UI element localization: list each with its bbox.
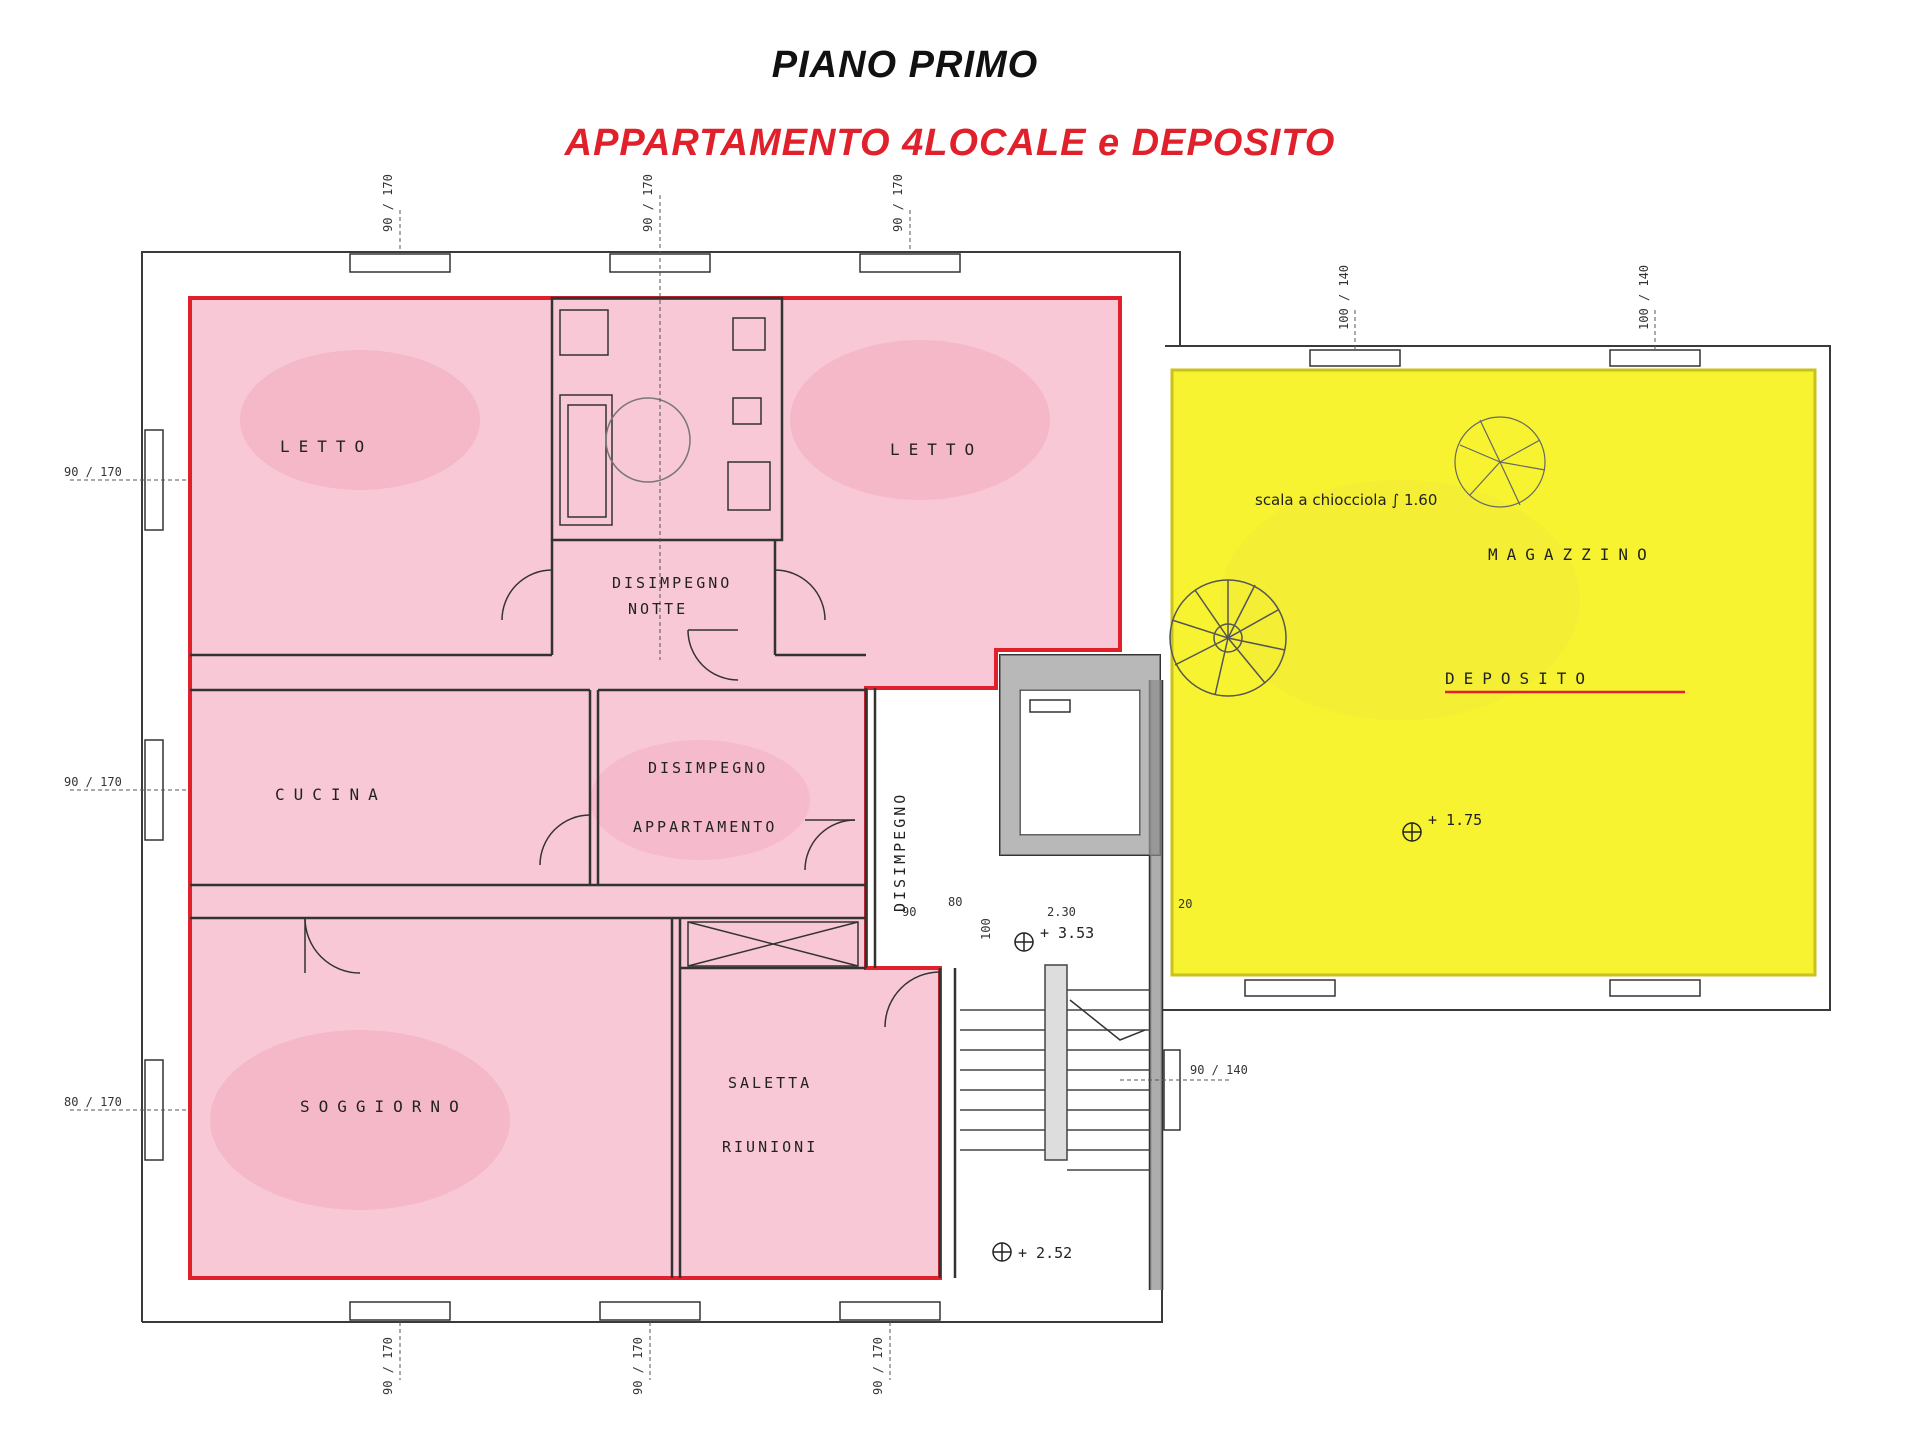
spiral-stair-upper: [1454, 416, 1546, 508]
dim-inner-1: 80: [948, 895, 962, 909]
room-label-deposito: DEPOSITO: [1445, 669, 1594, 688]
room-label-saletta-1: SALETTA: [728, 1074, 812, 1092]
bathroom-fixtures: [559, 309, 771, 526]
dim-bottom-1: 90 / 170: [381, 1337, 395, 1395]
page-title: PIANO PRIMO: [771, 44, 1039, 86]
windows: [144, 253, 1701, 1321]
elevation-landing: + 3.53: [1040, 924, 1094, 942]
dim-inner-2: 2.30: [1047, 905, 1076, 919]
spiral-stair: [1169, 579, 1287, 697]
shaft-cross: [687, 921, 859, 967]
room-label-disimpegno-app-1: DISIMPEGNO: [648, 759, 768, 777]
room-label-letto-1: LETTO: [280, 437, 373, 456]
dim-bottom-2: 90 / 170: [631, 1337, 645, 1395]
dim-bottom-3: 90 / 170: [871, 1337, 885, 1395]
room-label-letto-2: LETTO: [890, 440, 983, 459]
dim-inner-4: 90: [902, 905, 916, 919]
doors: [304, 569, 941, 1028]
room-label-disimpegno-app-2: APPARTAMENTO: [633, 818, 777, 836]
dim-top-3: 90 / 170: [891, 174, 905, 232]
dim-left-3: 80 / 170: [64, 1095, 122, 1109]
elevation-markers: [992, 822, 1422, 1262]
dimension-lines: [70, 195, 1656, 1380]
dim-top-4: 100 / 140: [1337, 265, 1351, 330]
room-label-disimpegno-vertical: DISIMPEGNO: [891, 792, 909, 912]
elevation-deposito: + 1.75: [1428, 811, 1482, 829]
main-stairs: [960, 964, 1150, 1171]
apartment-area: [188, 296, 1122, 1280]
dim-right-1: 90 / 140: [1190, 1063, 1248, 1077]
room-label-disimpegno-notte-1: DISIMPEGNO: [612, 574, 732, 592]
spiral-stair-note: scala a chiocciola ∫ 1.60: [1255, 491, 1437, 509]
dim-top-1: 90 / 170: [381, 174, 395, 232]
dim-inner-3: 100: [979, 918, 993, 940]
page-subtitle: APPARTAMENTO 4LOCALE e DEPOSITO: [564, 122, 1336, 164]
dim-left-2: 90 / 170: [64, 775, 122, 789]
room-label-cucina: CUCINA: [275, 785, 387, 804]
elevator-shaft: [1000, 655, 1162, 1290]
room-label-soggiorno: SOGGIORNO: [300, 1097, 468, 1116]
elevation-stair-bottom: + 2.52: [1018, 1244, 1072, 1262]
room-label-magazzino: MAGAZZINO: [1488, 545, 1656, 564]
room-label-disimpegno-notte-2: NOTTE: [628, 600, 688, 618]
dim-left-1: 90 / 170: [64, 465, 122, 479]
dim-inner-5: 20: [1178, 897, 1192, 911]
deposit-area: [1170, 368, 1817, 977]
dim-top-2: 90 / 170: [641, 174, 655, 232]
dim-top-5: 100 / 140: [1637, 265, 1651, 330]
room-label-saletta-2: RIUNIONI: [722, 1138, 818, 1156]
